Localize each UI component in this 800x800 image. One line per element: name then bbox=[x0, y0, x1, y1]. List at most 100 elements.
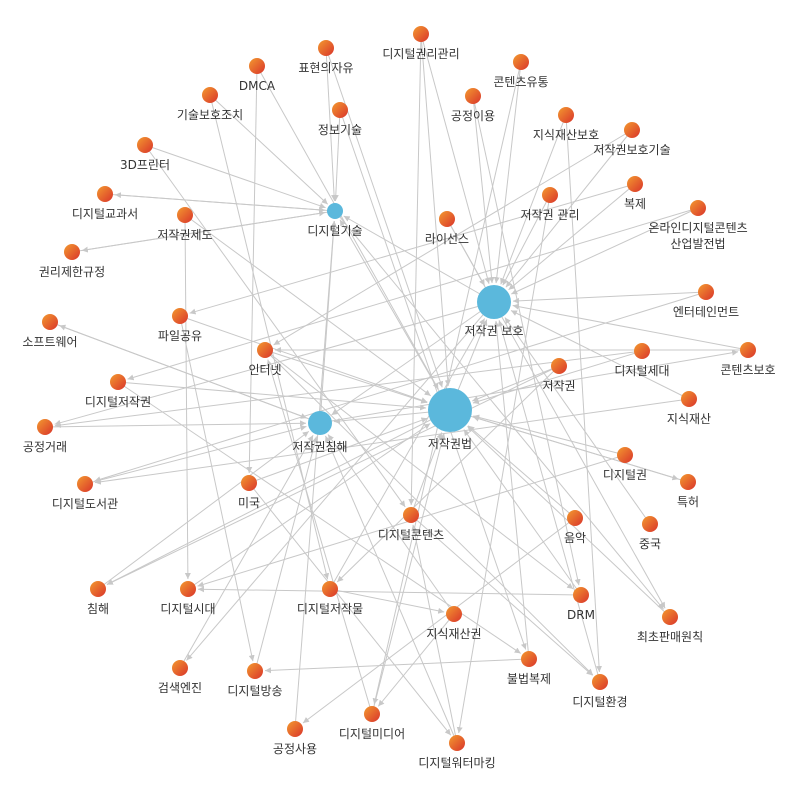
node-n14[interactable]: 저작권제도 bbox=[157, 207, 213, 242]
node-circle[interactable] bbox=[318, 40, 334, 56]
node-circle[interactable] bbox=[558, 107, 574, 123]
node-circle[interactable] bbox=[413, 26, 429, 42]
node-n2[interactable]: 표현의자유 bbox=[298, 40, 354, 75]
node-circle[interactable] bbox=[690, 200, 706, 216]
node-circle[interactable] bbox=[202, 87, 218, 103]
node-hub-4[interactable]: 디지털기술 bbox=[307, 203, 363, 238]
node-n11[interactable]: 복제 bbox=[624, 176, 646, 211]
hub-node-circle[interactable] bbox=[428, 388, 472, 432]
node-hub-3[interactable]: 저작권침해 bbox=[292, 411, 348, 454]
node-circle[interactable] bbox=[137, 137, 153, 153]
node-n3[interactable]: 콘텐츠유통 bbox=[493, 54, 549, 89]
node-n32[interactable]: 음악 bbox=[564, 510, 586, 545]
node-circle[interactable] bbox=[180, 581, 196, 597]
node-circle[interactable] bbox=[592, 674, 608, 690]
node-circle[interactable] bbox=[567, 510, 583, 526]
node-circle[interactable] bbox=[241, 475, 257, 491]
node-n47[interactable]: 디지털워터마킹 bbox=[418, 735, 496, 770]
node-circle[interactable] bbox=[624, 122, 640, 138]
node-circle[interactable] bbox=[662, 609, 678, 625]
node-circle[interactable] bbox=[446, 606, 462, 622]
node-n20[interactable]: 파일공유 bbox=[158, 308, 202, 343]
node-circle[interactable] bbox=[37, 419, 53, 435]
node-n9[interactable]: 저작권보호기술 bbox=[593, 122, 671, 157]
node-circle[interactable] bbox=[449, 735, 465, 751]
node-circle[interactable] bbox=[110, 374, 126, 390]
node-circle[interactable] bbox=[177, 207, 193, 223]
node-n22[interactable]: 인터넷 bbox=[248, 342, 282, 377]
node-n37[interactable]: 디지털저작물 bbox=[297, 581, 363, 616]
node-circle[interactable] bbox=[465, 88, 481, 104]
node-circle[interactable] bbox=[332, 102, 348, 118]
node-n40[interactable]: 지식재산권 bbox=[426, 606, 482, 641]
node-n34[interactable]: 중국 bbox=[639, 516, 661, 551]
node-circle[interactable] bbox=[617, 447, 633, 463]
hub-node-circle[interactable] bbox=[477, 285, 511, 319]
node-circle[interactable] bbox=[642, 516, 658, 532]
node-n33[interactable]: 디지털콘텐츠 bbox=[378, 507, 444, 542]
node-circle[interactable] bbox=[249, 58, 265, 74]
node-circle[interactable] bbox=[634, 343, 650, 359]
node-circle[interactable] bbox=[257, 342, 273, 358]
hub-node-circle[interactable] bbox=[327, 203, 343, 219]
node-circle[interactable] bbox=[172, 660, 188, 676]
node-n45[interactable]: 공정사용 bbox=[273, 721, 317, 756]
node-n1[interactable]: 디지털권리관리 bbox=[382, 26, 460, 61]
node-circle[interactable] bbox=[247, 663, 263, 679]
node-n25[interactable]: 디지털저작권 bbox=[85, 374, 151, 409]
node-n19[interactable]: 소프트웨어 bbox=[22, 314, 78, 349]
node-circle[interactable] bbox=[513, 54, 529, 70]
node-circle[interactable] bbox=[322, 581, 338, 597]
node-circle[interactable] bbox=[403, 507, 419, 523]
node-n41[interactable]: 검색엔진 bbox=[158, 660, 202, 695]
node-n31[interactable]: 미국 bbox=[238, 475, 260, 510]
node-n5[interactable]: 공정이용 bbox=[451, 88, 495, 123]
node-n27[interactable]: 공정거래 bbox=[23, 419, 67, 454]
node-circle[interactable] bbox=[77, 476, 93, 492]
node-circle[interactable] bbox=[97, 186, 113, 202]
node-n38[interactable]: DRM bbox=[567, 587, 595, 622]
node-circle[interactable] bbox=[64, 244, 80, 260]
node-n28[interactable]: 디지털권 bbox=[603, 447, 647, 482]
node-circle[interactable] bbox=[740, 342, 756, 358]
node-n23[interactable]: 디지털세대 bbox=[614, 343, 670, 378]
node-n4[interactable]: DMCA bbox=[239, 58, 276, 93]
node-circle[interactable] bbox=[542, 187, 558, 203]
node-n39[interactable]: 최초판매원칙 bbox=[637, 609, 703, 644]
node-n15[interactable]: 라이선스 bbox=[425, 211, 469, 246]
node-n21[interactable]: 콘텐츠보호 bbox=[720, 342, 776, 377]
node-n10[interactable]: 3D프린터 bbox=[120, 137, 170, 172]
node-circle[interactable] bbox=[573, 587, 589, 603]
node-n46[interactable]: 디지털미디어 bbox=[339, 706, 405, 741]
hub-node-circle[interactable] bbox=[308, 411, 332, 435]
node-circle[interactable] bbox=[627, 176, 643, 192]
node-n42[interactable]: 불법복제 bbox=[507, 651, 551, 686]
node-circle[interactable] bbox=[698, 284, 714, 300]
node-n44[interactable]: 디지털환경 bbox=[572, 674, 628, 709]
node-circle[interactable] bbox=[680, 474, 696, 490]
node-n18[interactable]: 엔터테인먼트 bbox=[673, 284, 739, 319]
node-n35[interactable]: 침해 bbox=[87, 581, 109, 616]
node-n43[interactable]: 디지털방송 bbox=[227, 663, 283, 698]
node-n36[interactable]: 디지털시대 bbox=[160, 581, 216, 616]
node-n8[interactable]: 지식재산보호 bbox=[533, 107, 599, 142]
node-circle[interactable] bbox=[681, 391, 697, 407]
node-hub-2[interactable]: 저작권 보호 bbox=[464, 285, 524, 338]
node-n26[interactable]: 지식재산 bbox=[667, 391, 711, 426]
node-n17[interactable]: 권리제한규정 bbox=[39, 244, 105, 279]
node-circle[interactable] bbox=[172, 308, 188, 324]
node-circle[interactable] bbox=[287, 721, 303, 737]
node-n6[interactable]: 기술보호조치 bbox=[177, 87, 243, 122]
node-circle[interactable] bbox=[439, 211, 455, 227]
node-n29[interactable]: 특허 bbox=[677, 474, 699, 509]
node-n12[interactable]: 저작권 관리 bbox=[520, 187, 580, 222]
node-n30[interactable]: 디지털도서관 bbox=[52, 476, 118, 511]
node-n7[interactable]: 정보기술 bbox=[318, 102, 362, 137]
node-circle[interactable] bbox=[364, 706, 380, 722]
node-circle[interactable] bbox=[42, 314, 58, 330]
node-n24[interactable]: 저작권 bbox=[542, 358, 576, 393]
node-circle[interactable] bbox=[90, 581, 106, 597]
node-circle[interactable] bbox=[521, 651, 537, 667]
node-hub-1[interactable]: 저작권법 bbox=[428, 388, 472, 451]
